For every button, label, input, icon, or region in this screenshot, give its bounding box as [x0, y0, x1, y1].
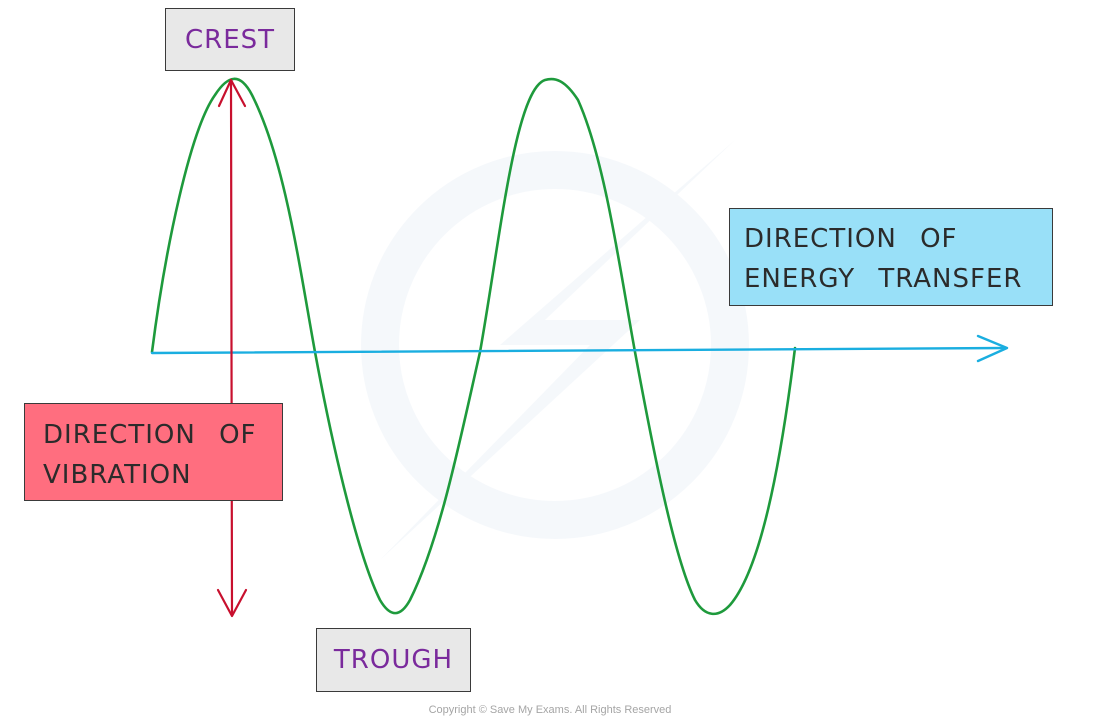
wave-curve — [150, 77, 797, 616]
energy-transfer-arrow — [150, 334, 1009, 363]
watermark-circle — [361, 151, 749, 539]
vibration-label-line2: VIBRATION — [43, 460, 192, 490]
trough-text: TROUGH — [333, 645, 454, 675]
vibration-label-line1: DIRECTION OF — [43, 420, 257, 450]
vibration-arrow-shaft — [229, 78, 234, 617]
energy-arrow-head — [976, 334, 1009, 363]
copyright-notice: Copyright © Save My Exams. All Rights Re… — [428, 704, 672, 716]
energy-label-line1: DIRECTION OF — [744, 224, 958, 254]
vibration-label: DIRECTION OF VIBRATION — [24, 403, 283, 501]
energy-transfer-label: DIRECTION OF ENERGY TRANSFER — [729, 208, 1053, 306]
vibration-arrow-head-down — [216, 588, 248, 618]
trough-label: TROUGH — [316, 628, 471, 692]
crest-text: CREST — [184, 25, 276, 55]
vibration-arrow — [216, 78, 248, 618]
energy-label-line2: ENERGY TRANSFER — [744, 264, 1023, 294]
crest-label: CREST — [165, 8, 295, 71]
energy-arrow-shaft — [150, 346, 1008, 355]
vibration-arrow-head-up — [217, 78, 247, 108]
watermark-logo — [361, 140, 749, 560]
